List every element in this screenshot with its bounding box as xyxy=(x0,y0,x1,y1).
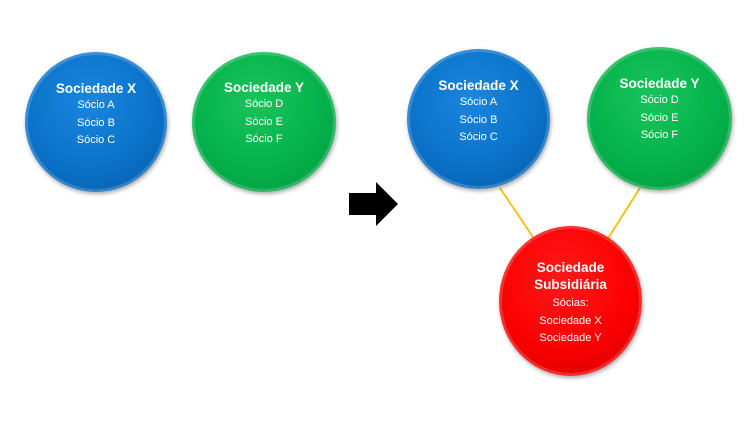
connector-x-to-subsidiary xyxy=(499,187,536,241)
subsidiary-member: Sociedade X xyxy=(539,314,602,327)
after-company-y-circle: Sociedade Y Sócio D Sócio E Sócio F xyxy=(587,47,732,190)
before-company-y-title: Sociedade Y xyxy=(223,80,305,95)
subsidiary-member: Sociedade Y xyxy=(539,332,602,344)
connector-y-to-subsidiary xyxy=(606,187,641,241)
after-company-x-member: Sócio C xyxy=(459,131,498,143)
after-company-x-circle: Sociedade X Sócio A Sócio B Sócio C xyxy=(407,49,550,189)
after-company-y-member: Sócio F xyxy=(640,129,679,141)
subsidiary-title-line1: Sociedade xyxy=(536,260,605,275)
before-company-y-member: Sócio E xyxy=(245,115,283,128)
before-company-x-circle: Sociedade X Sócio A Sócio B Sócio C xyxy=(25,52,167,192)
before-company-x-member: Sócio B xyxy=(77,116,115,129)
after-company-y-title: Sociedade Y xyxy=(619,76,700,91)
before-company-x-member: Sócio C xyxy=(76,134,116,146)
before-company-y-member: Sócio D xyxy=(244,98,284,110)
subsidiary-members-label: Sócias: xyxy=(552,297,589,309)
after-company-y-member: Sócio D xyxy=(640,94,679,106)
after-company-x-title: Sociedade X xyxy=(438,78,519,93)
subsidiary-title-line2: Subsidiária xyxy=(534,277,607,292)
before-company-x-title: Sociedade X xyxy=(55,81,137,96)
after-company-x-member: Sócio B xyxy=(459,113,498,126)
after-company-y-member: Sócio E xyxy=(640,111,679,124)
before-company-y-member: Sócio F xyxy=(245,133,283,145)
before-company-y-circle: Sociedade Y Sócio D Sócio E Sócio F xyxy=(192,52,336,192)
right-arrow-icon xyxy=(349,182,398,226)
subsidiary-circle: Sociedade Subsidiária Sócias: Sociedade … xyxy=(499,226,642,376)
after-company-x-member: Sócio A xyxy=(459,96,498,108)
before-company-x-member: Sócio A xyxy=(77,99,115,111)
